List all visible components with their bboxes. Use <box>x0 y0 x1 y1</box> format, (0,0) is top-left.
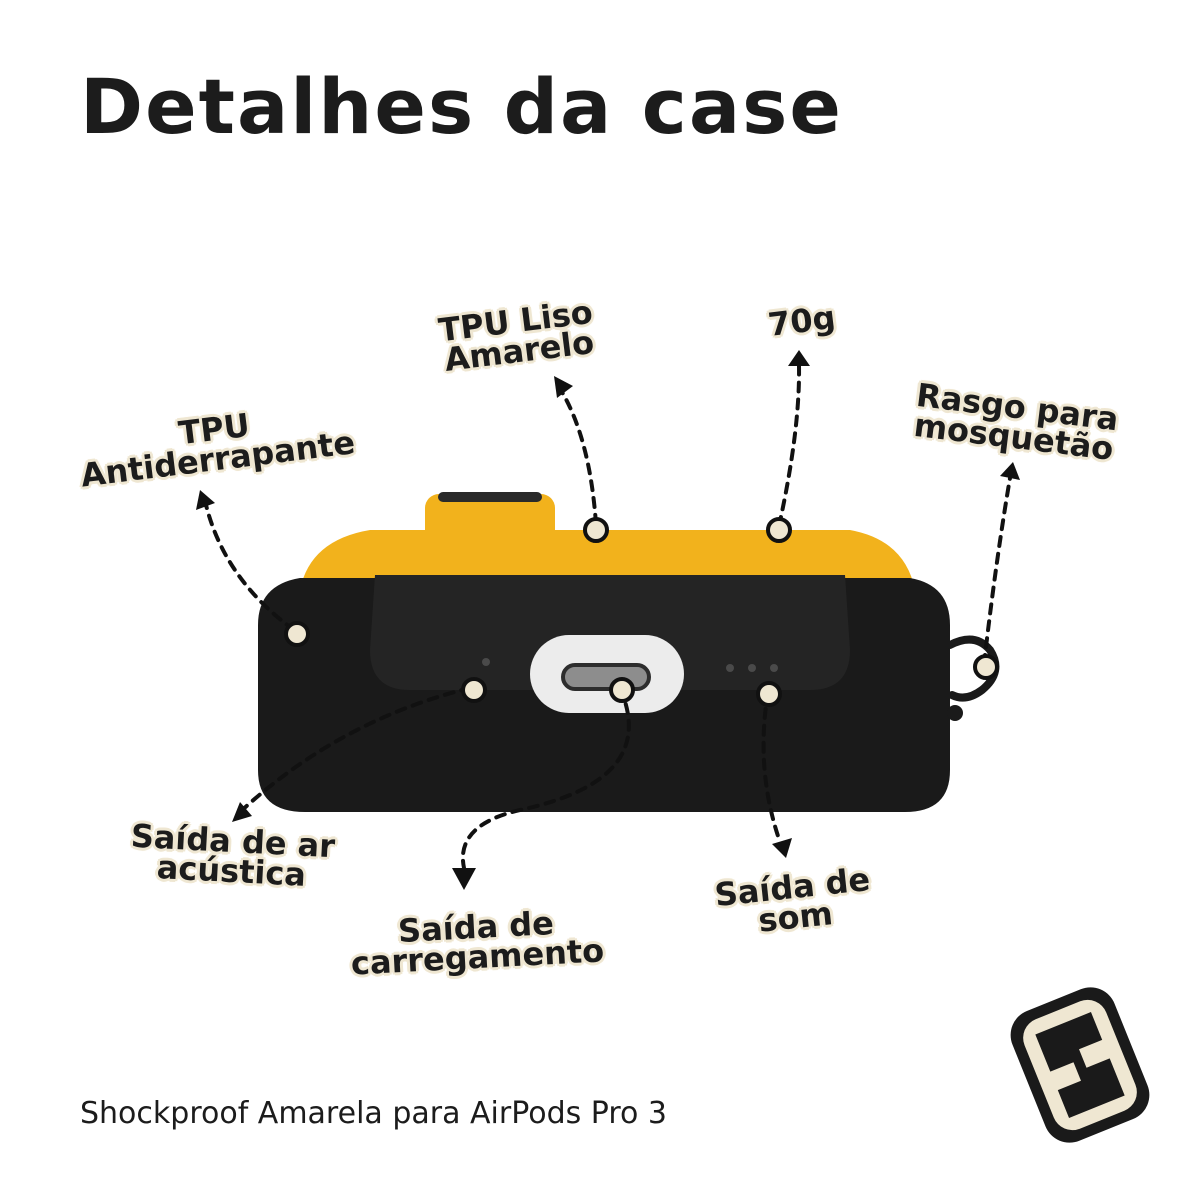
marker-dot <box>973 654 999 680</box>
marker-dot <box>766 517 792 543</box>
brand-logo-badge-icon <box>1010 987 1150 1143</box>
usb-c-port <box>561 663 651 691</box>
callout-weight: 70g <box>765 298 838 344</box>
callout-saida-carregamento: Saída de carregamento <box>349 903 606 983</box>
page-title: Detalhes da case <box>80 62 843 151</box>
product-caption: Shockproof Amarela para AirPods Pro 3 <box>80 1096 667 1131</box>
marker-dot <box>461 677 487 703</box>
marker-dot <box>609 677 635 703</box>
marker-dot <box>583 517 609 543</box>
callout-saida-ar-acustica: Saída de ar acústica <box>129 816 337 894</box>
marker-dot <box>756 681 782 707</box>
marker-dot <box>284 621 310 647</box>
